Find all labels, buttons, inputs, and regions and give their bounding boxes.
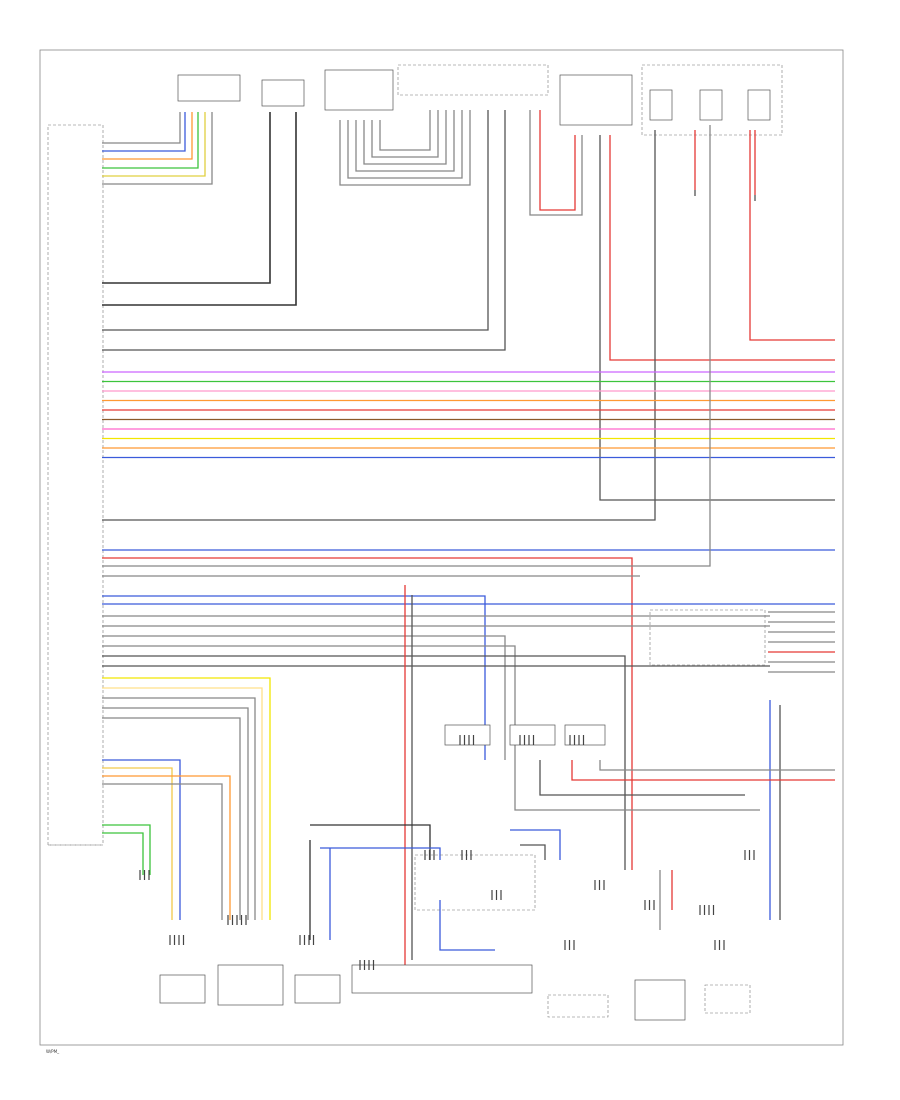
junction-block [414, 854, 536, 911]
neutral-switch-module [217, 964, 284, 1006]
mid-components [414, 609, 766, 911]
sensor-module-a [444, 724, 491, 746]
top-wiring [102, 110, 835, 521]
top-components [177, 64, 783, 136]
mid-wiring [102, 125, 835, 970]
fuse-block-component [177, 74, 241, 102]
connector-block [649, 609, 766, 666]
brake-fluid-level-switch [159, 974, 206, 1004]
auxiliary-heater-control-unit [634, 979, 686, 1021]
throttle-body [324, 69, 394, 111]
sensor-module-c [564, 724, 606, 746]
connector-pins [139, 735, 755, 970]
relay-1 [649, 89, 673, 121]
oil-pressure-switch [261, 79, 305, 107]
diagram-frame [39, 49, 844, 1046]
rear-defroster-relay [704, 984, 751, 1014]
hvac-control-module [351, 964, 533, 994]
colored-bus-lines [102, 371, 835, 459]
page-label: W/PM_ [46, 1049, 60, 1054]
secondary-air-pump-relay [294, 974, 341, 1004]
power-distribution-box [397, 64, 549, 96]
brake-switch [559, 74, 633, 126]
right-side-bus [768, 611, 835, 673]
connector-pins-top [694, 190, 756, 201]
relay-3 [747, 89, 771, 121]
relay-2 [699, 89, 723, 121]
engine-control-module [47, 124, 104, 846]
sensor-module-b [509, 724, 556, 746]
relay-fuse-panel [641, 64, 783, 136]
fan-motor [547, 994, 609, 1018]
bottom-components [159, 964, 751, 1021]
